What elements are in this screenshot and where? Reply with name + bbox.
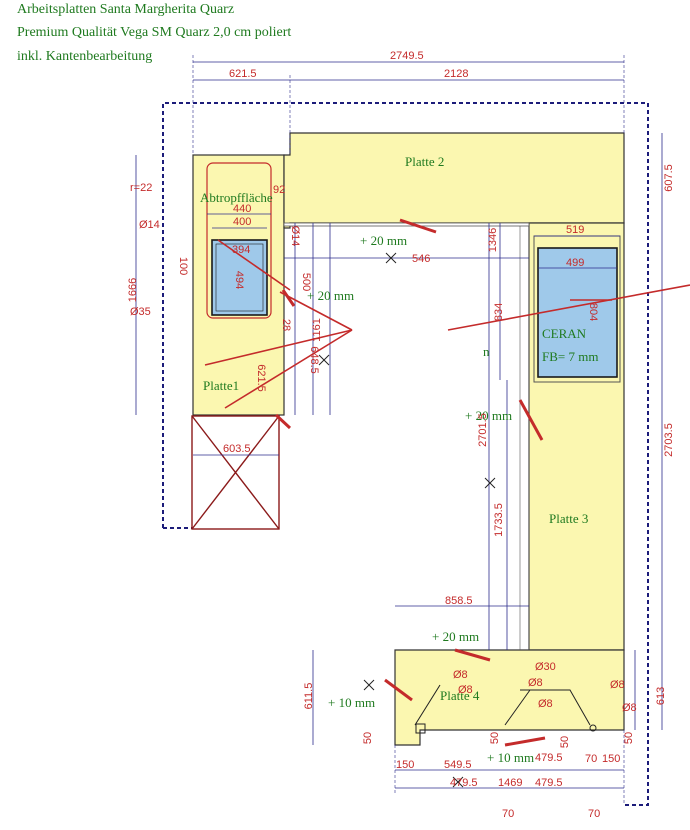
plus-10-label: + 10 mm (328, 695, 375, 710)
plate-4 (394, 649, 625, 746)
dim-100: 100 (177, 257, 189, 275)
dim-613: 613 (655, 687, 667, 705)
dim-1733: 1733.5 (493, 503, 505, 537)
dim-603: 603.5 (223, 443, 251, 455)
dim-549: 549.5 (444, 759, 472, 771)
dim-1666: 1666 (127, 278, 139, 302)
dim-479-b: 479.5 (450, 777, 478, 789)
dim-70-b: 70 (502, 808, 514, 820)
header-line-1: Arbeitsplatten Santa Margherita Quarz (17, 2, 235, 17)
dim-r22: r=22 (130, 182, 152, 194)
plate-3-label: Platte 3 (549, 511, 588, 526)
dim-834: 834 (493, 303, 505, 321)
dim-479-a: 479.5 (535, 752, 563, 764)
plus-20-label-d: + 20 mm (432, 629, 479, 644)
dim-1161: 1161 (311, 318, 323, 342)
dim-621-5: 621.5 (255, 364, 267, 392)
dim-611: 611.5 (303, 683, 315, 710)
drainboard-label: Abtropffläche (200, 190, 273, 205)
dim-1469: 1469 (498, 777, 522, 789)
plus-20-label-c: + 20 mm (465, 408, 512, 423)
plus-20-label-b: + 20 mm (307, 288, 354, 303)
cross-markers (318, 252, 496, 788)
dim-2703: 2703.5 (663, 423, 675, 457)
dim-d8-f: Ø8 (622, 702, 637, 714)
dim-150-b: 150 (602, 753, 620, 765)
dim-d35: Ø35 (130, 306, 151, 318)
dim-546: 546 (412, 253, 430, 265)
dim-14-5: Ø14 (289, 226, 301, 247)
dim-92: 92 (273, 184, 285, 196)
dim-70-a: 70 (585, 753, 597, 765)
dim-394: 394 (232, 244, 250, 256)
drill-holes (414, 684, 597, 734)
dim-500: 500 (300, 273, 312, 291)
dim-400: 400 (233, 216, 251, 228)
dim-648: 648.5 (308, 346, 320, 374)
ceran-cooktop (533, 235, 621, 383)
dim-858: 858.5 (445, 595, 473, 607)
dim-28: 28 (280, 319, 292, 331)
header-line-3: inkl. Kantenbearbeitung (17, 49, 153, 64)
dim-440: 440 (233, 203, 251, 215)
dim-50-b: 50 (489, 732, 501, 744)
plus-10-label-b: + 10 mm (487, 750, 534, 765)
dim-d8-c: Ø8 (528, 677, 543, 689)
dim-519: 519 (566, 224, 584, 236)
dim-d8-a: Ø8 (453, 669, 468, 681)
n-label: n (483, 344, 490, 359)
dim-2701: 2701.5 (477, 413, 489, 447)
dim-50-d: 50 (623, 732, 635, 744)
dim-479-c: 479.5 (535, 777, 563, 789)
dim-d8-b: Ø8 (458, 684, 473, 696)
plate-2 (283, 132, 625, 229)
room-outline (162, 102, 649, 806)
header-line-2: Premium Qualität Vega SM Quarz 2,0 cm po… (17, 25, 292, 40)
dim-2749: 2749.5 (390, 50, 424, 62)
dim-2128: 2128 (444, 68, 468, 80)
ceran-label: CERAN (542, 326, 587, 341)
plus-20-label-a: + 20 mm (360, 233, 407, 248)
dim-d14: Ø14 (139, 219, 160, 231)
dim-607: 607.5 (663, 164, 675, 192)
appliance-box (191, 415, 280, 530)
dim-499: 499 (566, 257, 584, 269)
dim-70-c: 70 (588, 808, 600, 820)
sink (206, 162, 272, 319)
dim-d8-d: Ø8 (538, 698, 553, 710)
dim-50-a: 50 (362, 732, 374, 744)
dim-d8-e: Ø8 (610, 679, 625, 691)
dim-50-c: 50 (559, 736, 571, 748)
dim-621: 621.5 (229, 68, 257, 80)
dim-150-a: 150 (396, 759, 414, 771)
dim-d30: Ø30 (535, 661, 556, 673)
annotation-strokes (204, 218, 690, 747)
dim-1346: 1346 (487, 228, 499, 252)
plate-1-label: Platte1 (203, 378, 239, 393)
fb-label: FB= 7 mm (542, 349, 598, 364)
dimension-lines (135, 55, 663, 805)
dim-804: 804 (587, 303, 599, 321)
plate-4-label: Platte 4 (440, 688, 480, 703)
plate-2-label: Platte 2 (405, 154, 444, 169)
dim-494: 494 (233, 271, 245, 289)
